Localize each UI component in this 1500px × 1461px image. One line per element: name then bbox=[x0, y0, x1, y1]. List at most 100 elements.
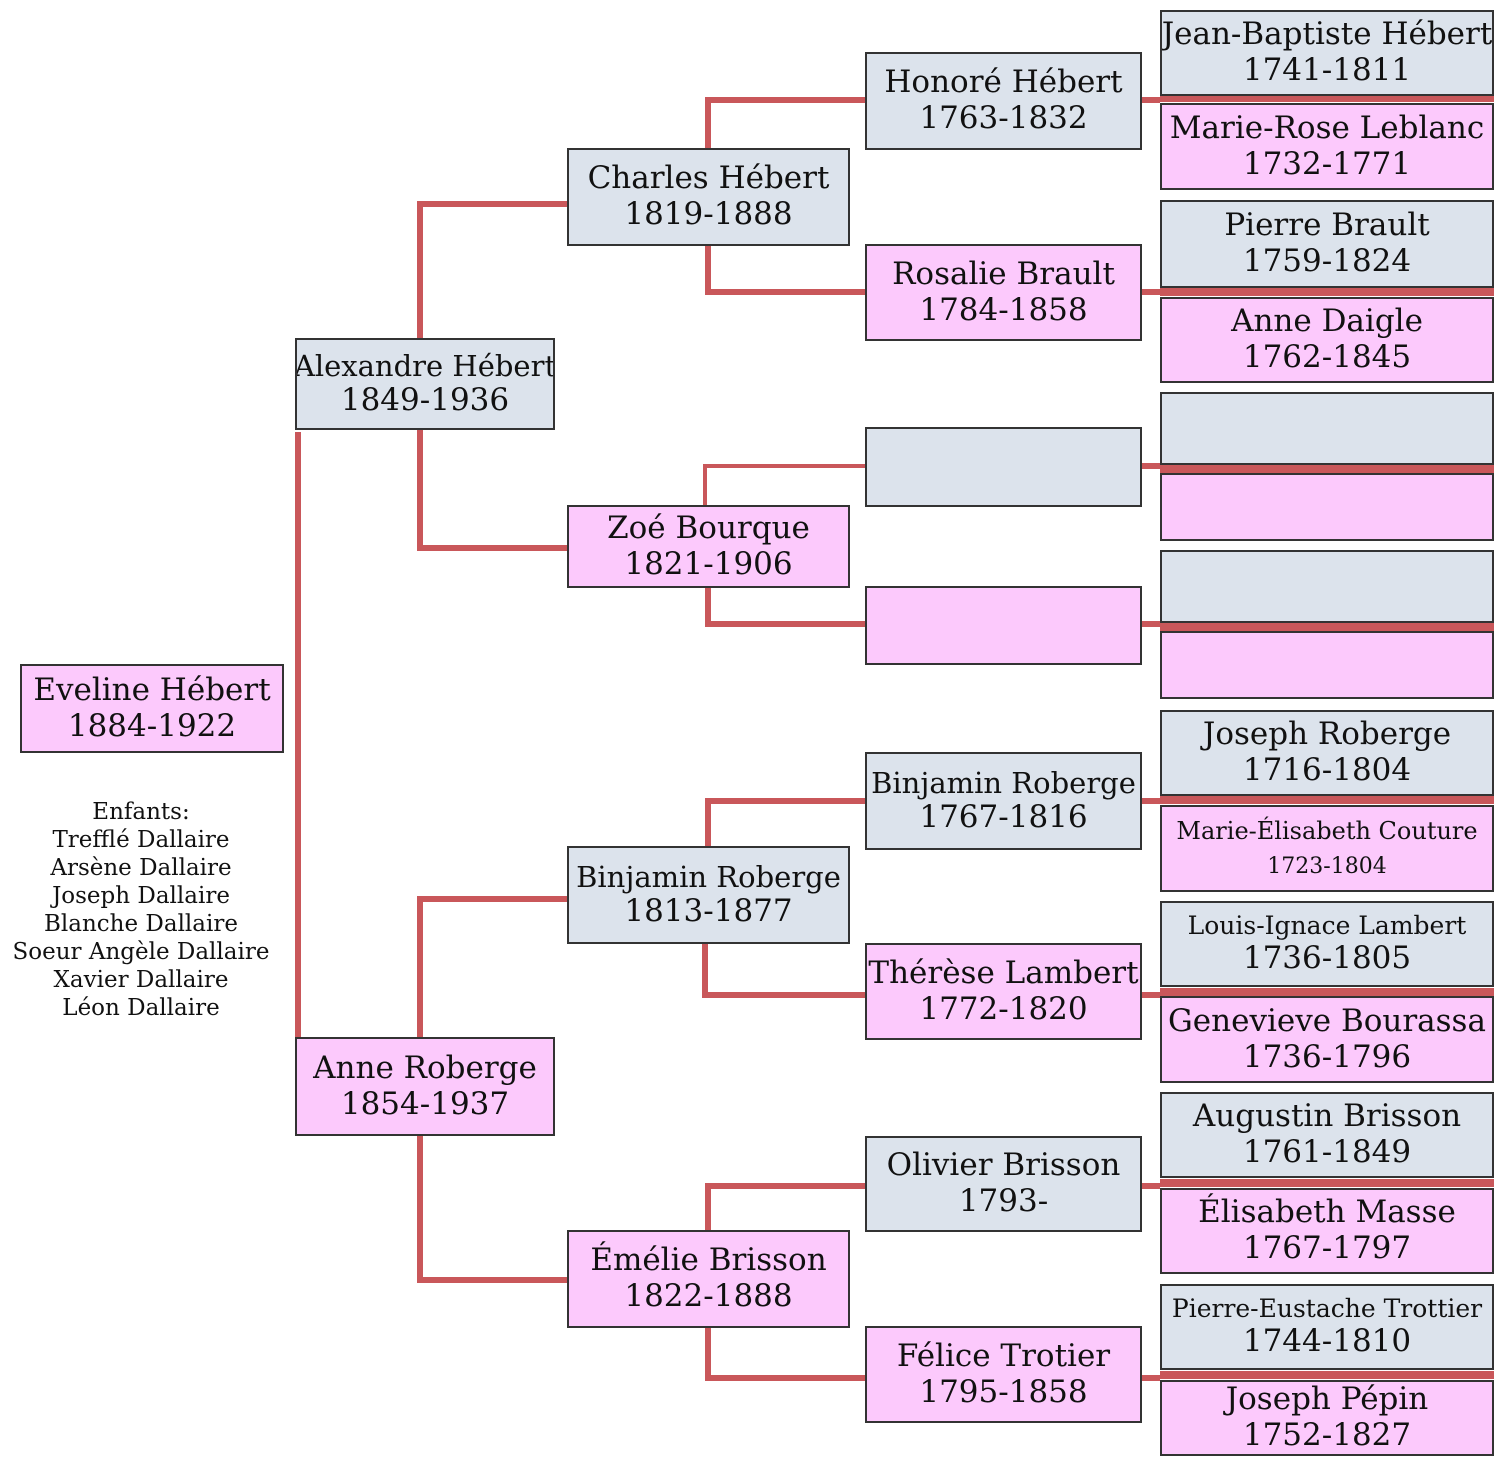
person-name: Joseph Roberge bbox=[1202, 716, 1452, 753]
person-box-great-great-grandparent[interactable]: Joseph Pépin 1752-1827 bbox=[1160, 1380, 1494, 1456]
person-name: Pierre-Eustache Trottier bbox=[1171, 1293, 1483, 1323]
person-box-maternal-grandfather[interactable]: Binjamin Roberge 1813-1877 bbox=[567, 846, 850, 944]
person-box-great-grandparent[interactable]: Olivier Brisson 1793- bbox=[865, 1136, 1142, 1232]
person-dates: 1761-1849 bbox=[1242, 1134, 1412, 1170]
person-dates: 1723-1804 bbox=[1267, 853, 1387, 879]
person-dates: 1767-1797 bbox=[1242, 1230, 1412, 1266]
person-box-great-grandparent[interactable]: Thérèse Lambert 1772-1820 bbox=[865, 943, 1142, 1040]
person-dates: 1772-1820 bbox=[919, 990, 1088, 1027]
person-dates: 1741-1811 bbox=[1242, 52, 1412, 88]
person-dates: 1736-1805 bbox=[1242, 939, 1412, 976]
connector-emelie-felice bbox=[705, 1328, 865, 1381]
person-box-great-grandparent-empty[interactable] bbox=[865, 427, 1142, 507]
person-box-great-grandparent[interactable]: Rosalie Brault 1784-1858 bbox=[865, 244, 1142, 341]
connector-charles-rosalie bbox=[705, 246, 865, 295]
person-name: Binjamin Roberge bbox=[871, 765, 1136, 800]
person-box-great-great-grandparent-empty[interactable] bbox=[1160, 631, 1494, 699]
person-name: Eveline Hébert bbox=[33, 671, 271, 708]
person-dates: 1732-1771 bbox=[1242, 145, 1412, 182]
person-dates: 1767-1816 bbox=[919, 798, 1088, 835]
person-name: Marie-Rose Leblanc bbox=[1169, 109, 1485, 146]
person-box-root[interactable]: Eveline Hébert 1884-1922 bbox=[20, 664, 284, 753]
person-dates: 1744-1810 bbox=[1242, 1322, 1412, 1359]
person-box-great-great-grandparent[interactable]: Anne Daigle 1762-1845 bbox=[1160, 297, 1494, 383]
child-name: Blanche Dallaire bbox=[44, 911, 238, 937]
person-box-paternal-grandmother[interactable]: Zoé Bourque 1821-1906 bbox=[567, 505, 850, 588]
child-name: Joseph Dallaire bbox=[52, 883, 230, 909]
person-box-great-great-grandparent[interactable]: Joseph Roberge 1716-1804 bbox=[1160, 710, 1494, 796]
person-box-great-great-grandparent[interactable]: Louis-Ignace Lambert 1736-1805 bbox=[1160, 901, 1494, 987]
person-box-great-great-grandparent[interactable]: Pierre Brault 1759-1824 bbox=[1160, 200, 1494, 288]
child-name: Arsène Dallaire bbox=[50, 855, 232, 881]
connector-father-grandfather bbox=[417, 201, 567, 338]
person-dates: 1821-1906 bbox=[624, 545, 793, 582]
person-box-great-grandparent-empty[interactable] bbox=[865, 586, 1142, 665]
person-name: Genevieve Bourassa bbox=[1168, 1002, 1486, 1039]
person-name: Marie-Élisabeth Couture bbox=[1176, 817, 1478, 846]
person-box-great-great-grandparent[interactable]: Marie-Rose Leblanc 1732-1771 bbox=[1160, 103, 1494, 190]
connector-mother-grandfather bbox=[417, 896, 567, 1037]
person-dates: 1716-1804 bbox=[1242, 752, 1412, 788]
person-name: Olivier Brisson bbox=[886, 1147, 1121, 1184]
child-name: Trefflé Dallaire bbox=[52, 827, 230, 853]
person-box-mother[interactable]: Anne Roberge 1854-1937 bbox=[295, 1037, 555, 1136]
connector-mother-grandmother bbox=[417, 1136, 567, 1283]
person-box-great-great-grandparent[interactable]: Genevieve Bourassa 1736-1796 bbox=[1160, 996, 1494, 1083]
person-name: Alexandre Hébert bbox=[295, 348, 555, 383]
person-box-great-great-grandparent[interactable]: Pierre-Eustache Trottier 1744-1810 bbox=[1160, 1284, 1494, 1370]
person-name: Thérèse Lambert bbox=[868, 954, 1139, 991]
person-box-paternal-grandfather[interactable]: Charles Hébert 1819-1888 bbox=[567, 148, 850, 246]
person-dates: 1762-1845 bbox=[1242, 339, 1412, 375]
person-dates: 1763-1832 bbox=[919, 100, 1088, 136]
connector-binjamin-therese bbox=[702, 943, 865, 998]
person-box-great-grandparent[interactable]: Félice Trotier 1795-1858 bbox=[865, 1326, 1142, 1423]
person-dates: 1759-1824 bbox=[1242, 243, 1412, 279]
child-name: Soeur Angèle Dallaire bbox=[12, 939, 270, 965]
person-box-great-grandparent[interactable]: Honoré Hébert 1763-1832 bbox=[865, 52, 1142, 150]
person-name: Binjamin Roberge bbox=[576, 859, 841, 894]
person-dates: 1736-1796 bbox=[1242, 1038, 1412, 1075]
person-name: Rosalie Brault bbox=[892, 255, 1115, 292]
person-name: Pierre Brault bbox=[1224, 207, 1430, 244]
child-name: Léon Dallaire bbox=[62, 995, 220, 1021]
person-dates: 1854-1937 bbox=[340, 1085, 510, 1122]
person-box-great-grandparent[interactable]: Binjamin Roberge 1767-1816 bbox=[865, 752, 1142, 850]
person-box-great-great-grandparent[interactable]: Jean-Baptiste Hébert 1741-1811 bbox=[1160, 10, 1494, 96]
person-dates: 1813-1877 bbox=[624, 892, 793, 929]
person-name: Anne Daigle bbox=[1231, 303, 1423, 340]
person-dates: 1884-1922 bbox=[67, 707, 237, 744]
connector-father-grandmother bbox=[417, 430, 567, 551]
person-box-great-great-grandparent-empty[interactable] bbox=[1160, 392, 1494, 465]
person-name: Joseph Pépin bbox=[1225, 1381, 1429, 1418]
person-name: Émélie Brisson bbox=[590, 1242, 827, 1279]
person-name: Louis-Ignace Lambert bbox=[1187, 910, 1467, 940]
person-box-great-great-grandparent[interactable]: Élisabeth Masse 1767-1797 bbox=[1160, 1188, 1494, 1274]
person-dates: 1795-1858 bbox=[919, 1373, 1088, 1410]
person-name: Augustin Brisson bbox=[1192, 1098, 1462, 1135]
person-box-great-great-grandparent-empty[interactable] bbox=[1160, 473, 1494, 541]
person-name: Élisabeth Masse bbox=[1198, 1194, 1456, 1231]
person-name: Félice Trotier bbox=[896, 1337, 1111, 1374]
person-dates: 1822-1888 bbox=[624, 1278, 793, 1314]
connector-zoe-father bbox=[703, 464, 865, 505]
person-name: Anne Roberge bbox=[313, 1049, 537, 1086]
person-dates: 1819-1888 bbox=[624, 196, 793, 232]
children-list: Enfants: Trefflé Dallaire Arsène Dallair… bbox=[0, 798, 282, 1022]
person-box-father[interactable]: Alexandre Hébert 1849-1936 bbox=[295, 338, 555, 430]
person-name: Honoré Hébert bbox=[884, 64, 1123, 101]
person-dates: 1752-1827 bbox=[1242, 1417, 1412, 1453]
person-box-maternal-grandmother[interactable]: Émélie Brisson 1822-1888 bbox=[567, 1230, 850, 1328]
person-box-great-great-grandparent-empty[interactable] bbox=[1160, 550, 1494, 623]
person-name: Zoé Bourque bbox=[607, 509, 810, 546]
connector-charles-honore bbox=[705, 97, 865, 150]
person-dates: 1784-1858 bbox=[919, 291, 1088, 328]
person-name: Jean-Baptiste Hébert bbox=[1161, 16, 1493, 53]
children-heading: Enfants: bbox=[92, 799, 190, 825]
person-name: Charles Hébert bbox=[587, 160, 830, 197]
person-dates: 1849-1936 bbox=[340, 381, 510, 418]
child-name: Xavier Dallaire bbox=[53, 967, 229, 993]
person-box-great-great-grandparent[interactable]: Augustin Brisson 1761-1849 bbox=[1160, 1092, 1494, 1178]
person-box-great-great-grandparent[interactable]: Marie-Élisabeth Couture 1723-1804 bbox=[1160, 805, 1494, 892]
